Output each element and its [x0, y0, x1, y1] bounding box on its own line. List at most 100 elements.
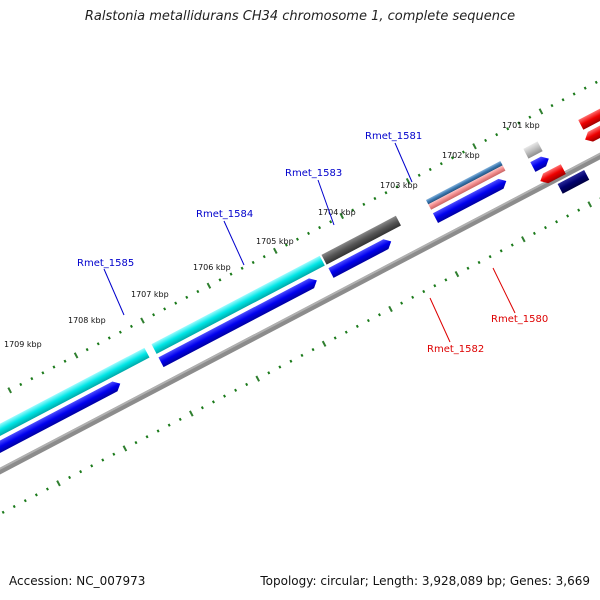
callout-line-rmet-1581	[394, 142, 413, 183]
kbp-label-group: 1701 kbp 1702 kbp 1703 kbp 1704 kbp 1705…	[4, 121, 540, 349]
inner-track-minor-tick	[532, 231, 536, 236]
outer-track-minor-tick	[329, 220, 333, 224]
inner-track-major-tick	[122, 445, 128, 452]
kbp-label-1701: 1701 kbp	[502, 121, 540, 130]
outer-track-major-tick	[73, 352, 79, 359]
inner-track-minor-tick	[422, 289, 426, 294]
outer-track-minor-tick	[572, 92, 576, 96]
gene-pink-rmet-1583-b[interactable]	[428, 165, 506, 210]
inner-track-minor-tick	[234, 388, 238, 392]
inner-track-minor-tick	[543, 225, 547, 230]
outer-track-major-tick	[339, 212, 345, 220]
gene-light-gray-rmet-1581[interactable]	[523, 141, 543, 159]
outer-track-minor-tick	[594, 80, 598, 84]
outer-track-minor-tick	[362, 202, 366, 206]
inner-track-minor-tick	[267, 371, 271, 375]
gene-navy-rmet-1582[interactable]	[557, 170, 590, 194]
inner-tick-track	[1, 196, 600, 514]
outer-track-major-tick	[472, 143, 477, 150]
outer-track-minor-tick	[185, 295, 189, 299]
outer-track-minor-tick	[318, 225, 322, 230]
gene-label-rmet-1584[interactable]: Rmet_1584	[196, 209, 253, 220]
outer-track-minor-tick	[96, 342, 100, 346]
outer-track-minor-tick	[107, 336, 111, 340]
gene-steel-blue-rmet-1583[interactable]	[425, 160, 503, 205]
inner-track-minor-tick	[366, 318, 370, 323]
gene-red-1[interactable]	[578, 92, 600, 130]
outer-track-minor-tick	[196, 289, 200, 294]
inner-track-minor-tick	[444, 278, 448, 282]
outer-track-minor-tick	[218, 278, 222, 282]
outer-track-minor-tick	[163, 307, 167, 311]
inner-track-minor-tick	[466, 266, 470, 270]
gene-blue-arrow-rmet-1581[interactable]	[530, 154, 551, 172]
outer-track-minor-tick	[484, 138, 488, 143]
genome-stats-text: Topology: circular; Length: 3,928,089 bp…	[260, 574, 590, 588]
kbp-label-1708: 1708 kbp	[68, 316, 106, 325]
inner-track-major-tick	[189, 410, 194, 417]
inner-track-major-tick	[255, 375, 261, 382]
gene-label-rmet-1585[interactable]: Rmet_1585	[77, 258, 134, 269]
kbp-label-1703: 1703 kbp	[380, 181, 418, 190]
inner-track-minor-tick	[223, 394, 227, 398]
kbp-label-1702: 1702 kbp	[442, 151, 480, 160]
kbp-label-1706: 1706 kbp	[193, 263, 231, 272]
gene-blue-arrow-rmet-1585[interactable]	[158, 276, 319, 368]
accession-text: Accession: NC_007973	[9, 574, 146, 588]
inner-track-minor-tick	[278, 365, 282, 369]
inner-track-minor-tick	[555, 220, 559, 224]
inner-track-minor-tick	[433, 284, 437, 288]
outer-tick-track	[0, 80, 598, 398]
outer-track-minor-tick	[262, 255, 266, 259]
gene-cyan-left[interactable]	[0, 347, 150, 442]
gene-label-rmet-1582[interactable]: Rmet_1582	[427, 344, 484, 355]
gene-blue-arrow-left[interactable]	[0, 379, 123, 455]
inner-track-minor-tick	[200, 406, 204, 410]
gene-blue-arrow-rmet-1584[interactable]	[328, 237, 393, 278]
outer-track-minor-tick	[240, 266, 244, 270]
gene-dark-gray-rmet-1584[interactable]	[321, 215, 401, 265]
outer-track-minor-tick	[295, 237, 299, 241]
inner-track-minor-tick	[145, 435, 149, 439]
inner-track-major-tick	[321, 340, 327, 347]
inner-track-minor-tick	[289, 359, 293, 363]
outer-track-major-tick	[405, 177, 411, 185]
inner-track-minor-tick	[510, 243, 514, 247]
outer-track-major-tick	[538, 108, 544, 115]
gene-red-arrow-rmet-1582[interactable]	[538, 164, 566, 186]
callout-line-rmet-1582	[429, 297, 451, 343]
inner-track-minor-tick	[300, 353, 304, 358]
inner-track-minor-tick	[23, 499, 27, 503]
inner-track-minor-tick	[577, 208, 581, 212]
gene-cyan-rmet-1585[interactable]	[151, 255, 325, 354]
gene-blue-arrow-rmet-1583[interactable]	[432, 176, 509, 224]
outer-track-minor-tick	[174, 301, 178, 305]
inner-track-minor-tick	[411, 295, 415, 299]
kbp-label-1707: 1707 kbp	[131, 290, 169, 299]
inner-track-minor-tick	[79, 470, 83, 474]
outer-track-minor-tick	[52, 365, 56, 369]
inner-track-minor-tick	[101, 458, 105, 462]
inner-track-major-tick	[388, 305, 393, 313]
inner-track-minor-tick	[45, 487, 49, 491]
inner-track-major-tick	[454, 270, 460, 278]
outer-track-minor-tick	[41, 371, 45, 375]
outer-track-minor-tick	[550, 103, 554, 108]
outer-track-minor-tick	[417, 173, 421, 177]
outer-track-minor-tick	[229, 272, 233, 276]
inner-track-major-tick	[56, 480, 61, 487]
outer-track-minor-tick	[118, 330, 122, 334]
gene-red-arrow-3[interactable]	[583, 112, 600, 144]
gene-label-rmet-1583[interactable]: Rmet_1583	[285, 168, 342, 179]
outer-track-minor-tick	[30, 377, 34, 381]
outer-track-minor-tick	[495, 133, 499, 137]
gene-label-rmet-1581[interactable]: Rmet_1581	[365, 131, 422, 142]
gene-label-rmet-1580[interactable]: Rmet_1580	[491, 314, 548, 325]
callout-line-rmet-1584	[223, 220, 245, 266]
outer-track-minor-tick	[395, 185, 399, 189]
map-title: Ralstonia metallidurans CH34 chromosome …	[84, 9, 516, 24]
inner-track-minor-tick	[34, 493, 38, 497]
outer-track-minor-tick	[351, 208, 355, 212]
outer-track-minor-tick	[85, 348, 89, 352]
